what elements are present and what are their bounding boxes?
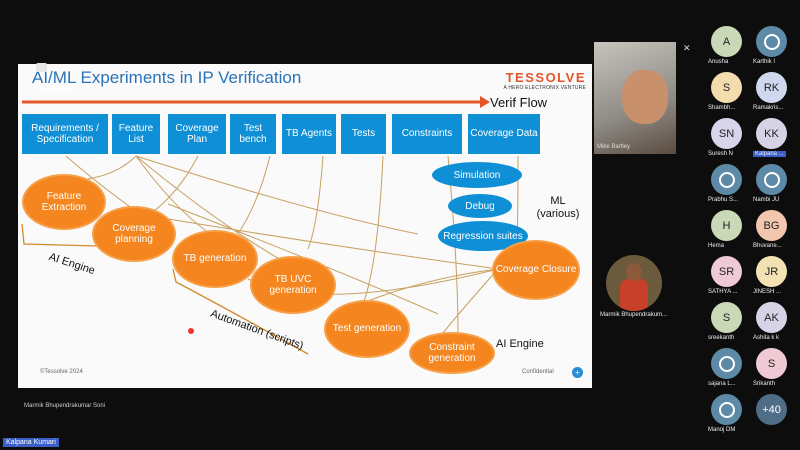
participant-name: SATHYA ...: [708, 289, 738, 295]
slide-footer-copyright: ©Tessolve 2024: [40, 369, 83, 375]
box-constraints: Constraints: [392, 114, 462, 154]
speaker-face: [622, 70, 668, 124]
person-icon: [763, 171, 780, 188]
slide-nav-button[interactable]: +: [572, 367, 583, 378]
participant-avatar[interactable]: [756, 26, 787, 57]
person-icon: [718, 171, 735, 188]
box-test-bench: Test bench: [230, 114, 276, 154]
pill-debug: Debug: [448, 194, 512, 218]
participant-avatar[interactable]: SR: [711, 256, 742, 287]
participant-name: Karthik I: [753, 59, 776, 65]
participant-name: Nambi JU: [753, 197, 780, 203]
more-participants-button[interactable]: +40: [756, 394, 787, 425]
node-coverage-closure: Coverage Closure: [492, 240, 580, 300]
speaker-name: Mike Bartley: [597, 144, 631, 150]
ai-engine-right-label: AI Engine: [496, 338, 544, 350]
participant-avatar[interactable]: SN: [711, 118, 742, 149]
slide-title: AI/ML Experiments in IP Verification: [32, 68, 302, 87]
person-icon: [763, 33, 780, 50]
camera-avatar: [606, 255, 662, 311]
participant-name: sreekanth: [708, 335, 735, 341]
local-user-label: Kalpana Kumari: [3, 438, 59, 447]
screen-share-owner: Marmik Bhupendrakumar Soni: [24, 403, 106, 409]
participant-name: Srikanth: [753, 381, 776, 387]
node-constraint-generation: Constraint generation: [409, 332, 495, 374]
node-tb-uvc-generation: TB UVC generation: [250, 256, 336, 314]
participant-avatar[interactable]: KK: [756, 118, 787, 149]
participant-avatar[interactable]: S: [711, 72, 742, 103]
participant-name: Kalpana ...: [753, 151, 786, 157]
camera-person-head: [626, 263, 642, 281]
participant-name: Suresh N: [708, 151, 734, 157]
participant-avatar[interactable]: AK: [756, 302, 787, 333]
box-requirements: Requirements / Specification: [22, 114, 108, 154]
slide-overlay-icon[interactable]: [36, 63, 47, 72]
participant-name: Prabhu S...: [708, 197, 739, 203]
ml-label: ML (various): [536, 195, 580, 221]
participant-name: Manoj DM: [708, 427, 736, 433]
participant-name: Ramakris...: [753, 105, 784, 111]
box-feature-list: Feature List: [112, 114, 160, 154]
camera-tile-name: Marmik Bhupendrakum...: [600, 312, 668, 318]
participant-avatar[interactable]: RK: [756, 72, 787, 103]
participant-name: Bhuvane...: [753, 243, 782, 249]
participant-avatar[interactable]: BG: [756, 210, 787, 241]
person-icon: [718, 401, 735, 418]
node-feature-extraction: Feature Extraction: [22, 174, 106, 230]
speaker-video[interactable]: Mike Bartley: [594, 42, 676, 154]
overlay-name: Riverside: [36, 86, 73, 95]
flow-label: Verif Flow: [490, 95, 548, 110]
box-coverage-plan: Coverage Plan: [168, 114, 226, 154]
box-tests: Tests: [341, 114, 386, 154]
logo-subtext: A HERO ELECTRONIX VENTURE: [503, 85, 586, 91]
laser-pointer: [188, 328, 194, 334]
participant-name: Anusha: [708, 59, 729, 65]
participant-avatar[interactable]: S: [756, 348, 787, 379]
participant-name: JINESH ...: [753, 289, 782, 295]
participant-name: sajana L...: [708, 381, 736, 387]
participant-avatar[interactable]: [756, 164, 787, 195]
slide-footer-confidential: Confidential: [522, 369, 554, 375]
connector-lines: [21, 96, 519, 355]
camera-person-body: [620, 279, 648, 311]
shared-slide: AI/ML Experiments in IP Verification Riv…: [18, 64, 592, 388]
participant-avatar[interactable]: [711, 394, 742, 425]
participant-name: Ashita k k: [753, 335, 780, 341]
node-test-generation: Test generation: [324, 300, 410, 358]
participant-name: Shambh...: [708, 105, 736, 111]
participant-name: Hema: [708, 243, 725, 249]
pill-simulation: Simulation: [432, 162, 522, 188]
participant-avatar[interactable]: A: [711, 26, 742, 57]
participant-avatar[interactable]: [711, 348, 742, 379]
logo-text: TESSOLVE: [505, 70, 586, 85]
box-tb-agents: TB Agents: [282, 114, 336, 154]
person-icon: [718, 355, 735, 372]
box-coverage-data: Coverage Data: [468, 114, 540, 154]
node-tb-generation: TB generation: [172, 230, 258, 288]
participant-avatar[interactable]: H: [711, 210, 742, 241]
node-coverage-planning: Coverage planning: [92, 206, 176, 262]
participant-avatar[interactable]: JR: [756, 256, 787, 287]
participant-avatar[interactable]: [711, 164, 742, 195]
company-logo: TESSOLVE A HERO ELECTRONIX VENTURE: [503, 70, 586, 91]
participant-avatar[interactable]: S: [711, 302, 742, 333]
close-icon[interactable]: ✕: [683, 43, 691, 53]
